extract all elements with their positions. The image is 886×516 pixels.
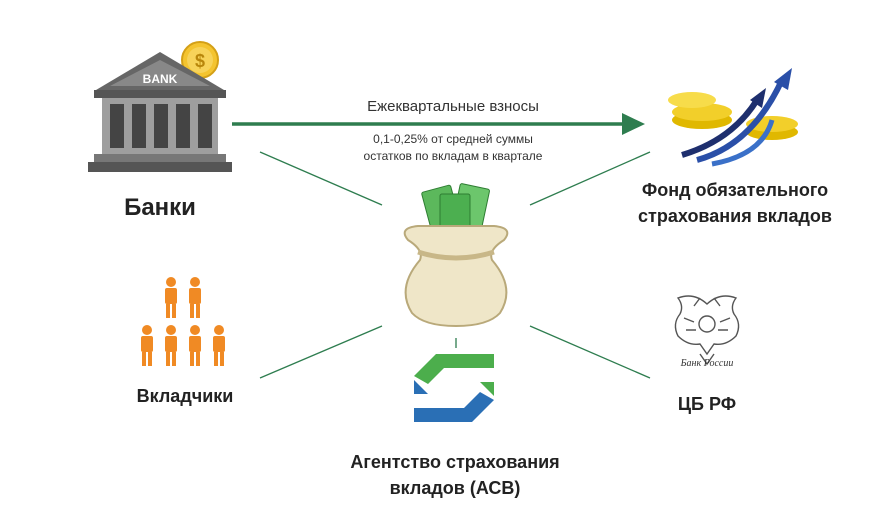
line-fund-bag [529,151,651,206]
arrow-note-line2: остатков по вкладам в квартале [363,149,543,163]
cbr-eagle-emblem-icon: Банк России [664,284,750,374]
line-banks-bag [259,151,383,206]
arrow-title: Ежеквартальные взносы [367,98,539,115]
banks-label: Банки [124,194,196,221]
depositors-people-icon [134,276,234,368]
arrow-head [622,113,645,135]
agency-label-line1: Агентство страхования [350,452,560,472]
bank-building-icon: $ BANK [88,38,233,178]
cbr-seal-text: Банк России [680,358,734,369]
agency-logo-icon [406,346,502,430]
fund-label-line1: Фонд обязательного [641,180,829,200]
svg-text:$: $ [195,51,205,71]
money-bag-icon [388,178,524,328]
fund-label-line2: страхования вкладов [638,206,832,226]
depositors-label: Вкладчики [136,386,234,406]
bank-sign-text: BANK [142,72,178,86]
cbr-label: ЦБ РФ [677,394,737,414]
agency-label-line2: вкладов (АСВ) [389,478,521,498]
fund-growth-icon [662,60,802,170]
line-depositors-bag [259,325,383,379]
arrow-note-line1: 0,1-0,25% от средней суммы [373,132,533,146]
line-cbr-bag [529,325,651,379]
